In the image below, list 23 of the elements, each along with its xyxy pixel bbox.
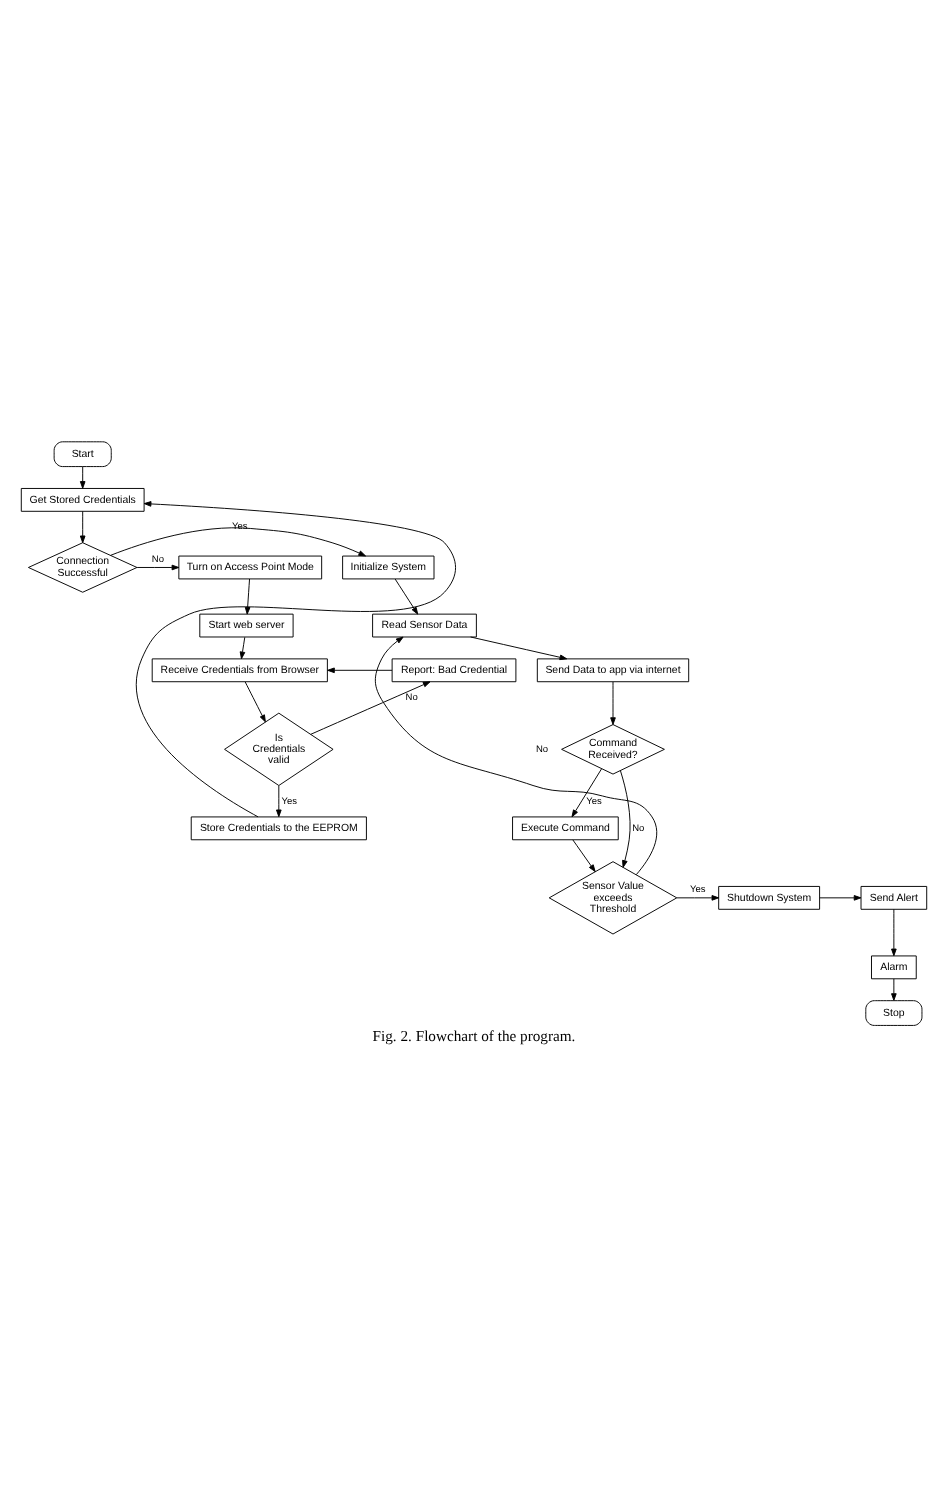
arrow	[136, 564, 180, 571]
arrow	[79, 466, 86, 489]
arrow	[819, 895, 862, 901]
arrow	[610, 681, 616, 725]
arrow	[470, 636, 568, 661]
arrow	[276, 785, 282, 818]
arrow	[79, 510, 86, 544]
arrow	[620, 770, 631, 868]
arrow	[239, 636, 246, 660]
caption: Fig. 2. Flowchart of the program.	[372, 1027, 576, 1046]
arrow	[394, 578, 419, 615]
arrow	[891, 978, 897, 1001]
arrow	[891, 908, 897, 957]
arrow	[676, 895, 720, 901]
arrow	[244, 681, 266, 723]
arrow	[572, 839, 596, 872]
arrow	[244, 578, 251, 615]
arrow	[110, 527, 367, 557]
arrow	[136, 501, 457, 818]
arrow	[310, 681, 431, 735]
arrow	[374, 636, 658, 876]
arrow	[327, 667, 393, 674]
arrow	[571, 768, 602, 818]
